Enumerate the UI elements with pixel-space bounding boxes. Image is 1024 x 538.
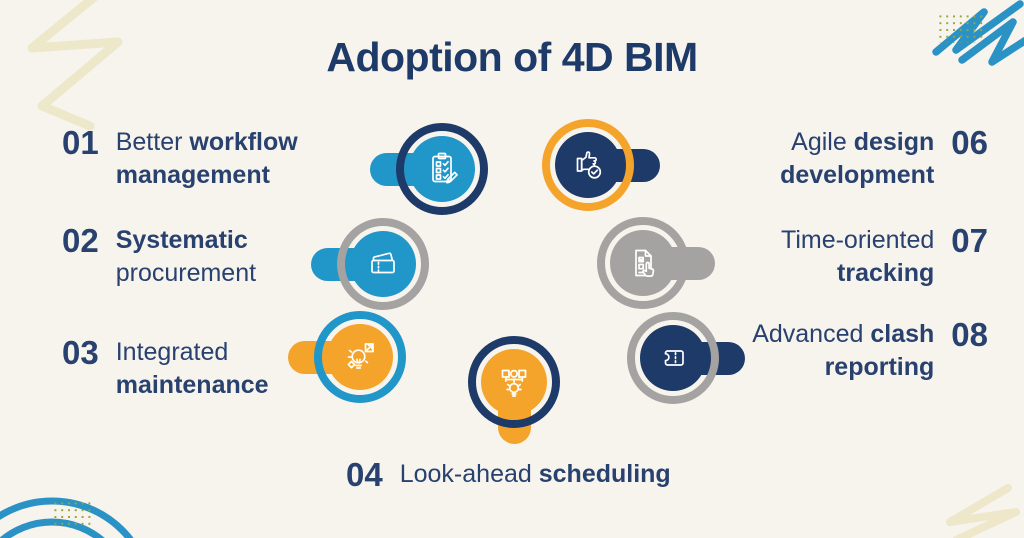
label-regular: procurement — [115, 259, 257, 287]
label-regular: Agile — [791, 128, 854, 156]
node-circle — [610, 230, 676, 296]
item-01-workflow-management: 01 Better workflow management — [62, 126, 298, 192]
label-bold: reporting — [824, 353, 935, 381]
node-02-procurement — [311, 218, 429, 310]
label-regular: Time-oriented — [780, 226, 935, 254]
page-title: Adoption of 4D BIM — [326, 34, 698, 80]
item-number: 03 — [62, 334, 99, 371]
label-bold: development — [780, 161, 935, 189]
tickets-icon — [371, 252, 395, 274]
document-select-icon — [635, 249, 655, 277]
idea-bulb-icon — [347, 343, 374, 369]
item-number: 07 — [951, 222, 988, 259]
label-bold: tracking — [837, 259, 935, 287]
label-bold: management — [115, 161, 270, 189]
node-ring — [396, 123, 488, 215]
item-label: Look-ahead scheduling — [400, 458, 671, 491]
node-circle — [640, 325, 706, 391]
node-ring — [314, 311, 406, 403]
item-06-agile-design-development: Agile design development 06 — [780, 126, 988, 192]
item-label: Better workflow management — [116, 126, 298, 192]
item-number: 02 — [62, 222, 99, 259]
label-bold: scheduling — [538, 460, 671, 488]
item-label: Agile design development — [780, 126, 934, 192]
item-02-systematic-procurement: 02 Systematic procurement — [62, 224, 256, 290]
item-04-look-ahead-scheduling: 04 Look-ahead scheduling — [346, 458, 671, 491]
checklist-clipboard-icon — [432, 152, 458, 184]
node-08-reporting — [627, 312, 745, 404]
node-ring — [627, 312, 719, 404]
item-03-integrated-maintenance: 03 Integrated maintenance — [62, 336, 269, 402]
label-bold: clash — [870, 320, 935, 348]
node-ring — [468, 336, 560, 428]
label-regular: Better — [115, 128, 190, 156]
item-08-advanced-clash-reporting: Advanced clash reporting 08 — [752, 318, 988, 384]
thumbs-up-approval-icon — [576, 151, 602, 179]
item-label: Integrated maintenance — [116, 336, 269, 402]
node-06-design — [542, 119, 660, 211]
item-07-time-oriented-tracking: Time-oriented tracking 07 — [781, 224, 988, 290]
ticket-icon — [664, 350, 684, 366]
item-number: 01 — [62, 124, 99, 161]
node-04-scheduling — [468, 336, 560, 444]
label-regular: Integrated — [115, 338, 229, 366]
item-number: 04 — [346, 456, 383, 493]
label-bold: maintenance — [115, 371, 269, 399]
dots-top-right — [937, 13, 985, 43]
node-circle — [555, 132, 621, 198]
item-label: Time-oriented tracking — [781, 224, 934, 290]
label-regular: Look-ahead — [399, 460, 539, 488]
label-bold: design — [853, 128, 935, 156]
dots-bottom-left — [52, 500, 92, 525]
node-01-workflow — [370, 123, 488, 215]
label-bold: workflow — [189, 128, 298, 156]
item-label: Advanced clash reporting — [752, 318, 934, 384]
node-07-tracking — [597, 217, 715, 309]
item-label: Systematic procurement — [116, 224, 256, 290]
node-ring — [542, 119, 634, 211]
item-number: 08 — [951, 316, 988, 353]
label-regular: Advanced — [752, 320, 871, 348]
node-ring — [597, 217, 689, 309]
item-number: 06 — [951, 124, 988, 161]
label-bold: Systematic — [115, 226, 248, 254]
node-03-maintenance — [288, 311, 406, 403]
node-circle — [327, 324, 393, 390]
plan-flowchart-bulb-icon — [501, 369, 527, 397]
node-circle — [409, 136, 475, 202]
node-ring — [337, 218, 429, 310]
scribble-bottom-right — [946, 484, 1020, 538]
